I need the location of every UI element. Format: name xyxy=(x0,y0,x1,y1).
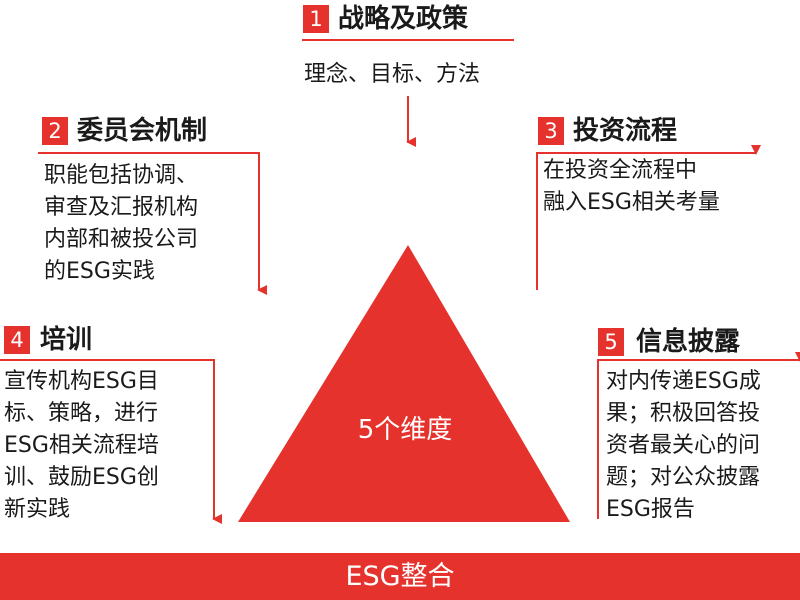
dimension-5-line-1: 对内传递ESG成 xyxy=(606,369,761,394)
dimension-5-line-5: ESG报告 xyxy=(606,497,695,522)
dimension-3-title: 投资流程 xyxy=(573,116,678,146)
dimension-3-line-1: 在投资全流程中 xyxy=(543,158,698,183)
dimension-5-line-4: 题；对公众披露 xyxy=(606,465,761,490)
dimension-2-line-1: 职能包括协调、 xyxy=(44,163,199,188)
bracket-4 xyxy=(0,359,222,524)
dimension-2-line-3: 内部和被投公司 xyxy=(44,227,199,252)
dimension-3-number: 3 xyxy=(538,117,564,145)
dimension-4-line-1: 宣传机构ESG目 xyxy=(4,369,159,394)
dimension-4-line-3: ESG相关流程培 xyxy=(4,433,159,458)
bottom-bar-label: ESG整合 xyxy=(345,561,455,592)
dimension-2-line-2: 审查及汇报机构 xyxy=(44,195,199,220)
dimension-4-line-2: 标、策略，进行 xyxy=(4,401,159,426)
dimension-5-line-2: 果；积极回答投 xyxy=(606,401,761,426)
dimension-4-line-5: 新实践 xyxy=(4,497,71,522)
dimension-4-line-4: 训、鼓励ESG创 xyxy=(4,465,159,490)
center-label: 5个维度 xyxy=(357,415,453,445)
dimension-2-number: 2 xyxy=(42,117,68,145)
dimension-5-line-3: 资者最关心的问 xyxy=(606,433,761,458)
dimension-1-line-1: 理念、目标、方法 xyxy=(304,62,481,87)
bracket-2 xyxy=(38,152,267,295)
bracket-3 xyxy=(536,145,761,290)
dimension-3-line-2: 融入ESG相关考量 xyxy=(543,190,720,215)
bracket-5 xyxy=(597,352,800,519)
dimension-5-title: 信息披露 xyxy=(636,327,741,357)
dimension-2-title: 委员会机制 xyxy=(77,116,208,146)
dimension-5-number: 5 xyxy=(598,328,624,356)
dimension-2-line-4: 的ESG实践 xyxy=(44,259,155,284)
bottom-bar xyxy=(0,553,800,600)
center-triangle xyxy=(238,245,570,522)
dimension-4-number: 4 xyxy=(4,326,30,354)
dimension-1-title: 战略及政策 xyxy=(338,4,469,34)
dimension-4-title: 培训 xyxy=(40,325,93,355)
dimension-1-number: 1 xyxy=(303,5,329,33)
